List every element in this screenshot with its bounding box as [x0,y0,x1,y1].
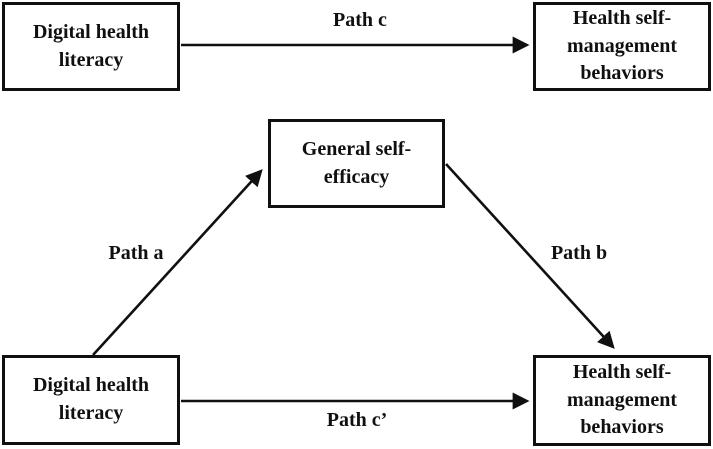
box-health-self-management-top: Health self- management behaviors [533,2,711,91]
path-c-prime-label: Path c’ [326,409,388,431]
box-general-self-efficacy: General self- efficacy [268,119,445,208]
path-a-arrow [92,169,263,356]
box-digital-health-literacy-top: Digital health literacy [2,2,180,91]
box-health-self-management-bottom: Health self- management behaviors [533,355,711,446]
path-a-label: Path a [108,242,164,264]
path-c-label: Path c [333,9,387,31]
path-b-label: Path b [550,242,608,264]
path-b-arrow [445,163,615,349]
box-digital-health-literacy-bottom: Digital health literacy [2,355,180,445]
